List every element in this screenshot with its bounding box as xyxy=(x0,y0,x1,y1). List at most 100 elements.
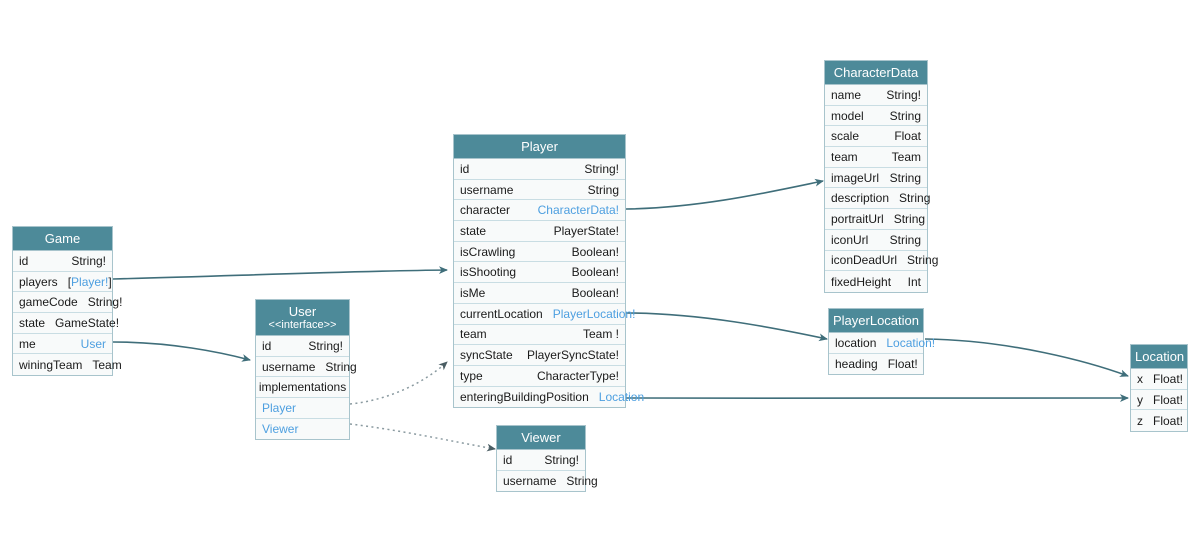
field-name: state xyxy=(460,223,487,238)
field-row[interactable]: team Team xyxy=(825,147,927,168)
field-row[interactable]: location Location! xyxy=(829,333,935,354)
field-name: me xyxy=(19,336,36,351)
field-name: description xyxy=(831,191,890,206)
edge-user-viewer-impl xyxy=(349,423,496,452)
field-name: name xyxy=(831,87,862,102)
entity-viewer[interactable]: Viewer id String! username String xyxy=(496,425,598,493)
field-name: team xyxy=(831,149,858,164)
field-name: z xyxy=(1137,413,1143,428)
field-name: state xyxy=(19,315,46,330)
field-row[interactable]: x Float! xyxy=(1131,369,1187,390)
field-name: winingTeam xyxy=(19,357,83,372)
field-row[interactable]: state GameState! xyxy=(13,313,119,334)
field-type: GameState! xyxy=(55,315,120,330)
field-row[interactable]: imageUrl String xyxy=(825,167,927,189)
entity-user-stereotype: <<interface>> xyxy=(268,319,337,331)
field-name: imageUrl xyxy=(831,170,880,185)
field-type: Float xyxy=(894,129,921,144)
field-name: iconUrl xyxy=(831,232,869,247)
field-row[interactable]: username String xyxy=(256,356,357,378)
field-name: gameCode xyxy=(19,295,78,310)
field-row[interactable]: team Team ! xyxy=(454,324,625,346)
field-row[interactable]: id String! xyxy=(497,450,585,471)
field-row[interactable]: iconDeadUrl String xyxy=(825,250,938,272)
entity-characterdata[interactable]: CharacterData name String! model String … xyxy=(824,60,938,293)
field-type: String xyxy=(907,253,939,268)
field-name: isCrawling xyxy=(460,244,516,259)
field-row[interactable]: username String xyxy=(454,179,625,201)
field-row[interactable]: me User xyxy=(13,333,112,355)
edge-player-character-to-characterdata xyxy=(625,178,824,210)
field-type: User xyxy=(80,336,106,351)
field-row[interactable]: iconUrl String xyxy=(825,229,927,251)
field-row[interactable]: name String! xyxy=(825,85,927,106)
field-row[interactable]: isMe Boolean! xyxy=(454,283,625,304)
field-row[interactable]: syncState PlayerSyncState! xyxy=(454,345,625,366)
field-row[interactable]: players [Player!] xyxy=(13,271,112,293)
field-type: PlayerLocation! xyxy=(552,306,636,321)
edge-user-player-impl xyxy=(349,361,448,405)
field-row[interactable]: gameCode String! xyxy=(13,292,122,314)
field-row[interactable]: portraitUrl String xyxy=(825,209,927,230)
field-row[interactable]: y Float! xyxy=(1131,389,1187,411)
edge-game-players-to-player xyxy=(112,266,448,280)
entity-playerlocation[interactable]: PlayerLocation location Location! headin… xyxy=(828,308,935,376)
field-row[interactable]: id String! xyxy=(454,159,625,180)
field-row[interactable]: isCrawling Boolean! xyxy=(454,241,625,263)
field-type: String xyxy=(587,182,619,197)
implementation-row-viewer[interactable]: Viewer xyxy=(256,418,349,440)
implementation-name: Player xyxy=(262,400,297,415)
field-row[interactable]: fixedHeight Int xyxy=(825,271,927,292)
field-type: PlayerSyncState! xyxy=(526,348,619,363)
entity-game-title: Game xyxy=(13,227,112,251)
field-type: String xyxy=(889,232,921,247)
field-type: String xyxy=(566,474,598,489)
field-name: isMe xyxy=(460,285,486,300)
field-row[interactable]: winingTeam Team xyxy=(13,354,122,376)
entity-location[interactable]: Location x Float! y Float! z Float! xyxy=(1130,344,1188,433)
implementation-row-player[interactable]: Player xyxy=(256,398,349,419)
field-row[interactable]: model String xyxy=(825,105,927,127)
field-type: Location! xyxy=(886,335,936,350)
field-row[interactable]: character CharacterData! xyxy=(454,200,625,222)
field-row[interactable]: id String! xyxy=(256,336,349,357)
field-type: CharacterData! xyxy=(537,203,619,218)
field-name: currentLocation xyxy=(460,306,543,321)
field-type: Location xyxy=(598,389,645,404)
entity-location-title: Location xyxy=(1131,345,1187,369)
field-type: String! xyxy=(87,295,123,310)
field-row[interactable]: id String! xyxy=(13,251,112,272)
entity-user[interactable]: User <<interface>> id String! username S… xyxy=(255,299,357,441)
field-type: Team xyxy=(92,357,122,372)
entity-game[interactable]: Game id String! players [Player!] gameCo… xyxy=(12,226,122,377)
field-name: enteringBuildingPosition xyxy=(460,389,589,404)
field-type: String xyxy=(899,191,931,206)
field-name: heading xyxy=(835,357,878,372)
field-type: String xyxy=(889,170,921,185)
field-row[interactable]: state PlayerState! xyxy=(454,221,625,242)
field-row[interactable]: isShooting Boolean! xyxy=(454,262,625,284)
field-row[interactable]: currentLocation PlayerLocation! xyxy=(454,303,635,325)
field-name: iconDeadUrl xyxy=(831,253,898,268)
entity-playerlocation-title: PlayerLocation xyxy=(829,309,923,333)
implementations-label: implementations xyxy=(258,380,347,395)
entity-player[interactable]: Player id String! username String charac… xyxy=(453,134,644,409)
field-type: Team xyxy=(891,149,921,164)
field-type: Boolean! xyxy=(571,265,619,280)
field-type: String! xyxy=(886,87,921,102)
field-type: String xyxy=(325,359,357,374)
field-type: String! xyxy=(544,452,579,467)
field-row[interactable]: description String xyxy=(825,188,931,210)
field-name: location xyxy=(835,335,877,350)
field-name: y xyxy=(1137,392,1143,407)
entity-viewer-title: Viewer xyxy=(497,426,585,450)
field-row[interactable]: scale Float xyxy=(825,126,927,148)
entity-user-name: User xyxy=(288,304,317,319)
field-row[interactable]: type CharacterType! xyxy=(454,365,625,387)
field-row[interactable]: z Float! xyxy=(1131,410,1187,432)
implementations-label-row: implementations xyxy=(256,377,349,399)
field-row[interactable]: enteringBuildingPosition Location xyxy=(454,386,644,408)
field-row[interactable]: heading Float! xyxy=(829,353,923,375)
field-row[interactable]: username String xyxy=(497,470,598,492)
